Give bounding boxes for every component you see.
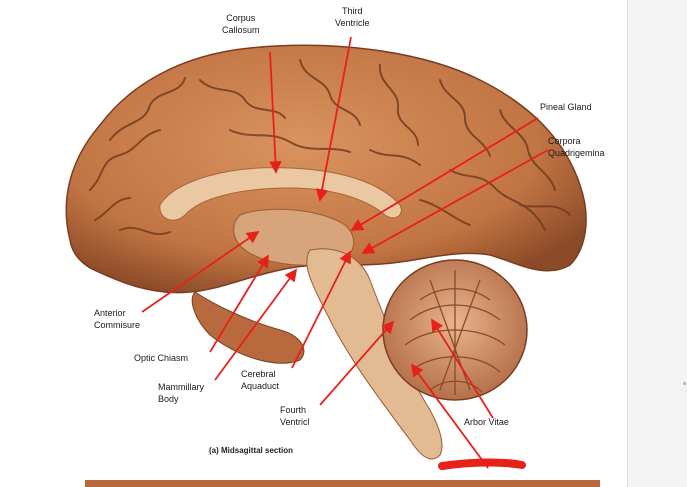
- figure-caption: (a) Midsagittal section: [209, 446, 294, 455]
- arrow-cerebral-aquaduct: [291, 250, 351, 369]
- label-pineal-gland: Pineal Gland: [540, 102, 592, 112]
- photo-strip: [85, 480, 600, 487]
- label-third-ventricle: Third Ventricle: [335, 6, 370, 28]
- brain-midsagittal-figure: [65, 36, 600, 487]
- scroll-gutter: [627, 0, 687, 487]
- arrow-fourth-ventricl: [319, 320, 395, 406]
- label-corpora-quadrigemina: Corpora Quadrigemina: [548, 136, 605, 158]
- gyri-pattern: [89, 59, 571, 235]
- label-corpus-callosum: Corpus Callosum: [222, 13, 260, 35]
- arrow-pineal-gland: [350, 117, 539, 231]
- arrow-optic-chiasm: [209, 254, 269, 353]
- label-cerebral-aquaduct: Cerebral Aquaduct: [241, 369, 280, 391]
- label-fourth-ventricl: Fourth Ventricl: [280, 405, 310, 427]
- brainstem: [306, 248, 443, 460]
- lower-cortex: [191, 291, 305, 364]
- annotation-dot: [683, 382, 686, 385]
- arrow-anterior-commisure: [141, 230, 260, 313]
- arrow-third-ventricle: [315, 36, 352, 202]
- arrow-arbor-vitae: [431, 318, 494, 419]
- label-arbor-vitae: Arbor Vitae: [464, 417, 509, 427]
- label-optic-chiasm: Optic Chiasm: [134, 353, 189, 363]
- arrow-mammillary-body: [214, 268, 298, 381]
- arrow-corpus-callosum: [269, 51, 282, 174]
- label-anterior-commisure: Anterior Commisure: [94, 308, 141, 330]
- arrow-corpora-quadrigemina: [361, 149, 549, 254]
- red-highlight-mark: [438, 458, 526, 470]
- annotation-arrows: [141, 36, 549, 469]
- arrow-cerebellum-base: [410, 363, 489, 469]
- label-mammillary-body: Mammillary Body: [158, 382, 204, 404]
